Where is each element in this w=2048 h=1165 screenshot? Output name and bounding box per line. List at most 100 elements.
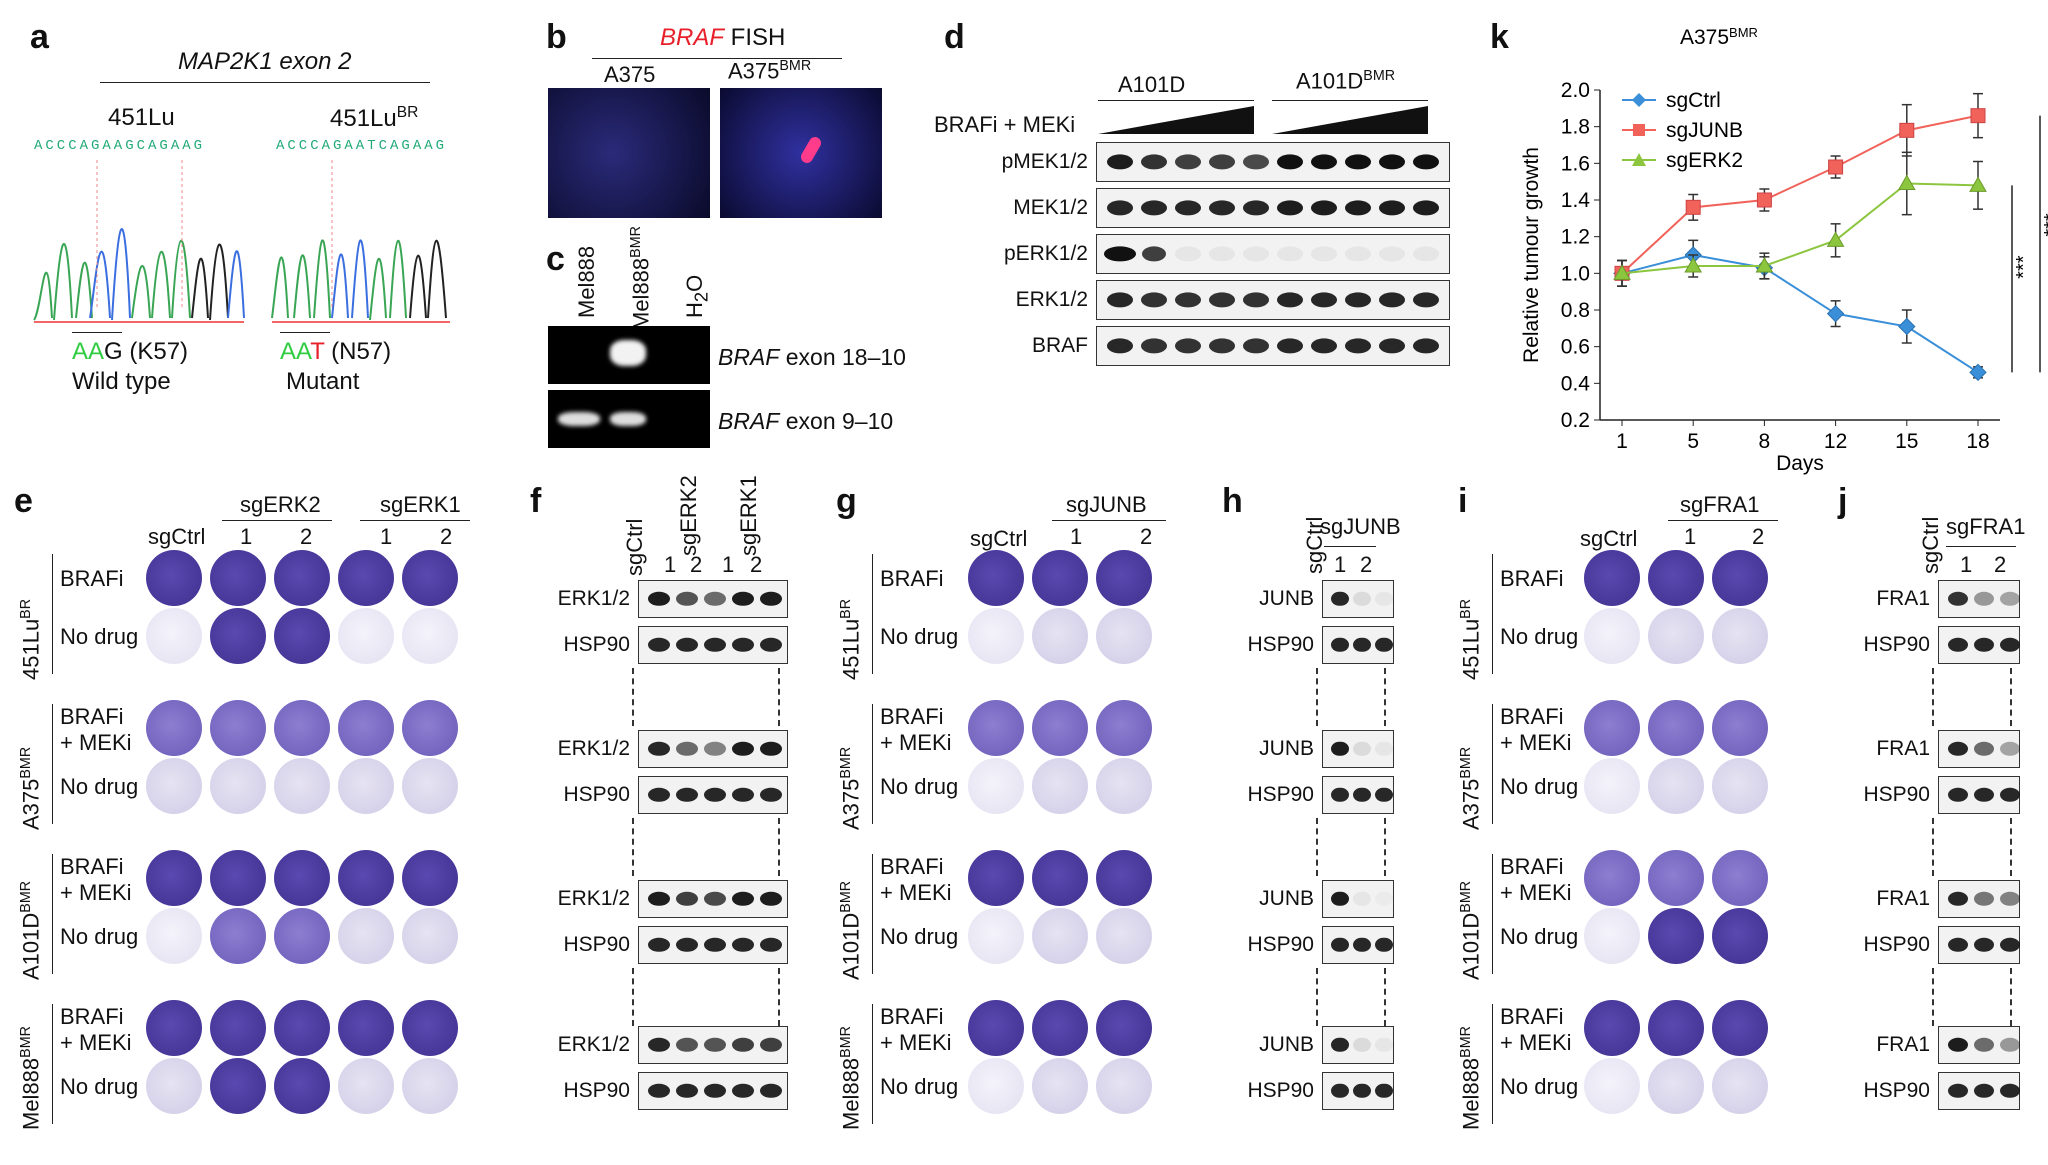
culture-dish [210, 758, 266, 814]
blot-band [648, 891, 670, 907]
blot-band [1973, 741, 1995, 757]
gel-bottom [548, 390, 710, 448]
blot-band [1375, 637, 1393, 653]
data-point [1755, 256, 1774, 273]
blot-row: HSP90 [1204, 1072, 1394, 1110]
blot-band [1331, 637, 1349, 653]
blot-band [1353, 787, 1371, 803]
legend-marker [1632, 93, 1646, 107]
blot-band [1412, 154, 1440, 170]
data-point [1897, 174, 1916, 190]
culture-dish [1712, 758, 1768, 814]
culture-dish [1032, 700, 1088, 756]
no-drug-label: No drug [880, 624, 959, 649]
data-point [1969, 363, 1987, 382]
series-line [1621, 253, 1979, 374]
blot-band [1353, 891, 1371, 907]
culture-dish [1712, 1058, 1768, 1114]
culture-dish [210, 700, 266, 756]
blot-band [1378, 154, 1406, 170]
x-tick-label: 15 [1895, 430, 1918, 453]
culture-dish [402, 758, 458, 814]
blot-row-label: FRA1 [1876, 887, 1930, 910]
no-drug-label: No drug [1500, 1074, 1579, 1099]
blot-row: pMEK1/2 [930, 142, 1450, 182]
blot-band [1375, 787, 1393, 803]
blot-band [1412, 200, 1440, 216]
blot-band [1331, 741, 1349, 757]
blot-band [1310, 292, 1338, 308]
blot-row-label: HSP90 [1247, 783, 1314, 806]
blot-row-label: JUNB [1259, 737, 1314, 760]
blot-band [704, 891, 726, 907]
culture-dish [274, 608, 330, 664]
wt-sequence: ACCCAGAAGCAGAAG [34, 138, 206, 154]
y-tick-label: 1.6 [1561, 152, 1590, 175]
blot-row-label: JUNB [1259, 1033, 1314, 1056]
blot-band [648, 637, 670, 653]
blot-row: JUNB [1204, 730, 1394, 768]
blot-band [1412, 292, 1440, 308]
blot-band [1331, 1037, 1349, 1053]
culture-dish [1584, 608, 1640, 664]
cell-line-label: A375BMR [18, 746, 44, 830]
x-tick-label: 8 [1759, 430, 1771, 453]
culture-dish [1096, 1000, 1152, 1056]
e-header-erk1: sgERK1 [380, 492, 461, 517]
blot-band [676, 891, 698, 907]
panel-g-label: g [836, 482, 857, 520]
data-point [1969, 176, 1987, 192]
cell-line-label: 451LuBR [1458, 598, 1484, 680]
treatment-label: BRAFi [880, 566, 944, 591]
blot-band [1999, 937, 2021, 953]
panel-f-label: f [530, 482, 542, 520]
culture-dish [1584, 908, 1640, 964]
blot-row: HSP90 [520, 626, 788, 664]
culture-dish [1032, 850, 1088, 906]
blot-band [1276, 154, 1304, 170]
blot-band [1999, 891, 2021, 907]
blot-band [704, 591, 726, 607]
blot-band [1973, 591, 1995, 607]
h-lane-junb: sgJUNB [1320, 514, 1401, 539]
treatment-label: BRAFi [60, 854, 124, 879]
blot-band [1353, 637, 1371, 653]
culture-dish [1712, 850, 1768, 906]
cell-line-label: A375BMR [1458, 746, 1484, 830]
blot-band [1412, 246, 1440, 262]
g-header-junb: sgJUNB [1066, 492, 1147, 517]
blot-band [1375, 892, 1392, 906]
blot-band [1310, 154, 1338, 170]
blot-band [1947, 891, 1969, 907]
series-line [1621, 182, 1979, 275]
g-header-ctrl: sgCtrl [970, 526, 1028, 551]
culture-dish [146, 758, 202, 814]
blot-band [704, 637, 726, 653]
blot-band [760, 1083, 782, 1099]
blot-band [1242, 246, 1270, 262]
f-num: 2 [750, 552, 763, 577]
culture-dish [210, 850, 266, 906]
blot-band [1174, 154, 1202, 170]
blot-band [732, 1083, 754, 1099]
culture-dish [968, 1058, 1024, 1114]
y-tick-label: 0.6 [1561, 336, 1590, 359]
blot-row: ERK1/2 [520, 1026, 788, 1064]
blot-band [1947, 937, 1969, 953]
y-tick-label: 1.2 [1561, 226, 1590, 249]
blot-band [1331, 591, 1349, 607]
y-tick-label: 0.2 [1561, 409, 1590, 432]
culture-dish [1096, 1058, 1152, 1114]
blot-row-label: HSP90 [563, 933, 630, 956]
treatment-label: + MEKi [1500, 1030, 1572, 1055]
blot-band [1973, 891, 1995, 907]
blot-row: HSP90 [520, 776, 788, 814]
blot-band [1375, 1037, 1393, 1053]
blot-band [648, 787, 670, 803]
blot-row-label: HSP90 [1247, 633, 1314, 656]
h-num: 2 [1360, 552, 1373, 577]
blot-band [1412, 338, 1440, 354]
i-num: 2 [1752, 524, 1765, 549]
culture-dish [146, 850, 202, 906]
gel-lane-1: Mel888 [574, 245, 599, 318]
